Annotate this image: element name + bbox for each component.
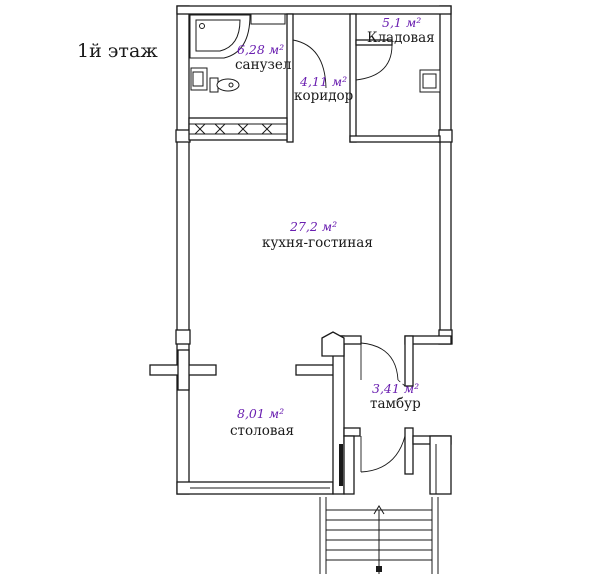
room-name-bathroom: санузел bbox=[235, 57, 292, 73]
room-area-vestibule: 3,41 м² bbox=[372, 381, 420, 396]
room-name-kitchen: кухня-гостиная bbox=[262, 235, 373, 251]
corner-bathtub-icon bbox=[189, 14, 251, 59]
room-name-dining: столовая bbox=[230, 423, 295, 439]
room-area-kitchen: 27,2 м² bbox=[290, 219, 338, 234]
room-name-storage: Кладовая bbox=[367, 30, 435, 46]
bathroom-cabinet bbox=[194, 123, 273, 135]
vestibule-walls bbox=[321, 331, 452, 495]
room-area-storage: 5,1 м² bbox=[382, 15, 422, 30]
door-swing-icon bbox=[292, 39, 327, 89]
storage-sink-icon bbox=[419, 69, 441, 93]
vestibule-door-icon bbox=[360, 342, 406, 473]
storage-door-icon bbox=[355, 44, 393, 81]
room-area-dining: 8,01 м² bbox=[237, 406, 285, 421]
room-name-corridor: коридор bbox=[294, 88, 354, 104]
floor-title: 1й этаж bbox=[77, 40, 158, 62]
room-area-corridor: 4,11 м² bbox=[300, 74, 348, 89]
washbasin-icon bbox=[190, 13, 286, 91]
room-name-vestibule: тамбур bbox=[370, 396, 421, 412]
stairs-icon bbox=[319, 497, 439, 574]
axis-cross-marker bbox=[149, 349, 335, 391]
room-area-bathroom: 6,28 м² bbox=[237, 42, 285, 57]
toilet-icon bbox=[209, 77, 240, 93]
